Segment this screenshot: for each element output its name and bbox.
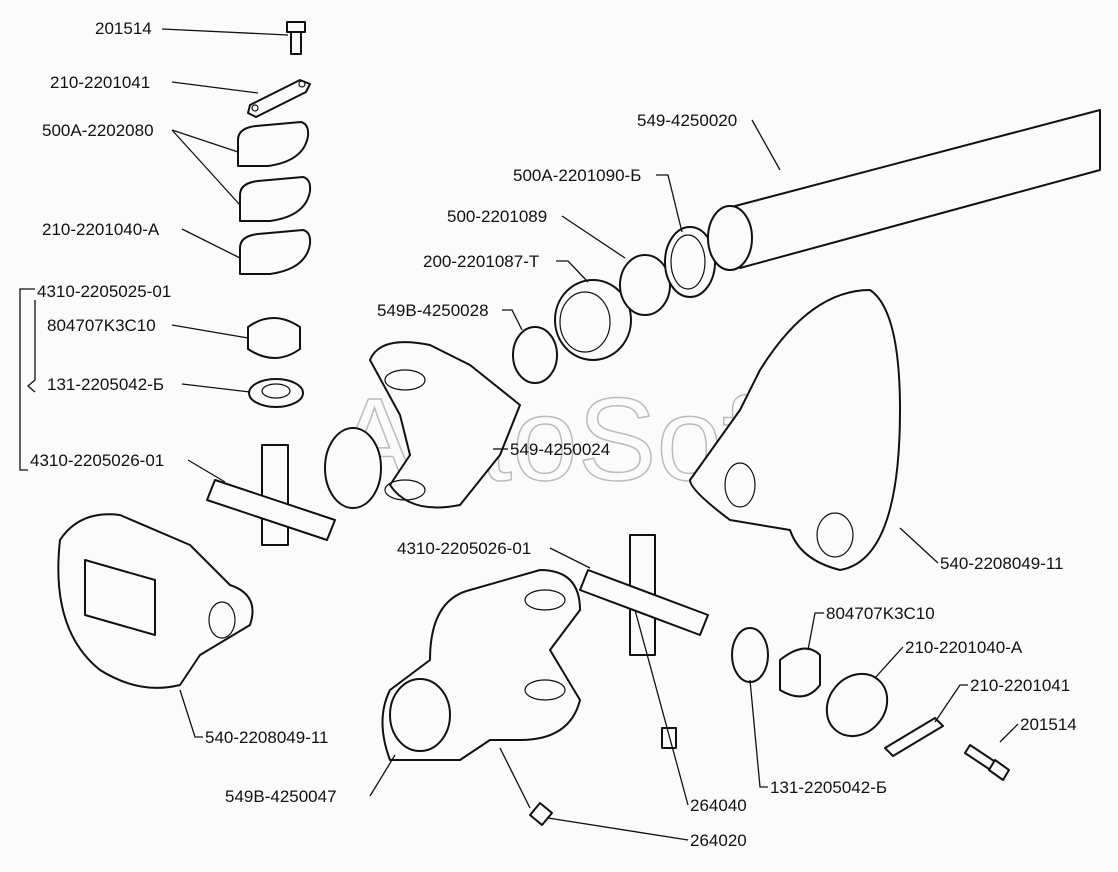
seal-ring [664,226,716,298]
seal-right [731,627,769,683]
spider-right [579,534,709,656]
shim-1 [237,121,310,167]
label-yoke-upper: 549-4250024 [510,440,610,459]
label-flange-yoke-right: 540-2208049-11 [940,554,1064,573]
label-seal-ring: 500A-2201090-Б [513,166,641,185]
cover-top [239,229,312,275]
label-bolt-right: 201514 [1020,715,1077,734]
label-spider-left: 4310-2205026-01 [30,451,164,470]
spider-left [206,444,336,546]
label-cup-right: 804707K3C10 [826,604,935,623]
label-nut: 200-2201087-Т [423,252,539,271]
label-yoke-lower: 549B-4250047 [225,787,337,806]
label-grease-fitting-b: 264020 [690,831,747,850]
grease-fitting-a [661,727,677,749]
flange-yoke-left [57,513,254,689]
lock-plate-right [884,717,944,757]
nut [554,279,632,361]
cover-right [825,672,889,738]
label-spider-right: 4310-2205026-01 [397,539,531,558]
flange-yoke-right [689,289,901,571]
label-spider-kit: 4310-2205025-01 [37,282,171,301]
label-shims: 500A-2202080 [42,121,154,140]
yoke-lower [381,569,581,761]
label-snap-ring: 500-2201089 [447,207,547,226]
bolt-right [964,744,1010,781]
ring [512,326,558,384]
label-shaft: 549-4250020 [637,111,737,130]
label-bolt-top: 201514 [95,19,152,38]
label-seal-left: 131-2205042-Б [47,375,164,394]
label-grease-fitting-a: 264040 [690,796,747,815]
label-cover-top: 210-2201040-A [42,220,160,239]
label-seal-right: 131-2205042-Б [770,778,887,797]
shim-2 [239,176,312,222]
label-ring: 549B-4250028 [377,301,489,320]
snap-ring-left [324,427,382,509]
bolt-top [286,21,306,55]
yoke-upper [369,341,521,509]
label-lock-plate-right: 210-2201041 [970,676,1070,695]
label-cup-left: 804707K3C10 [47,316,156,335]
label-lock-plate-top: 210-2201041 [50,73,150,92]
snap-ring [619,254,671,316]
leader-lines [19,28,1019,841]
label-flange-yoke-left: 540-2208049-11 [205,728,329,747]
grease-fitting-b [529,802,553,826]
seal-left [248,378,304,408]
label-cover-right: 210-2201040-A [905,638,1023,657]
bearing-cup-left [247,317,301,359]
bearing-cup-right [779,647,821,698]
lock-plate-top [247,79,311,118]
splined-shaft [707,109,1101,271]
